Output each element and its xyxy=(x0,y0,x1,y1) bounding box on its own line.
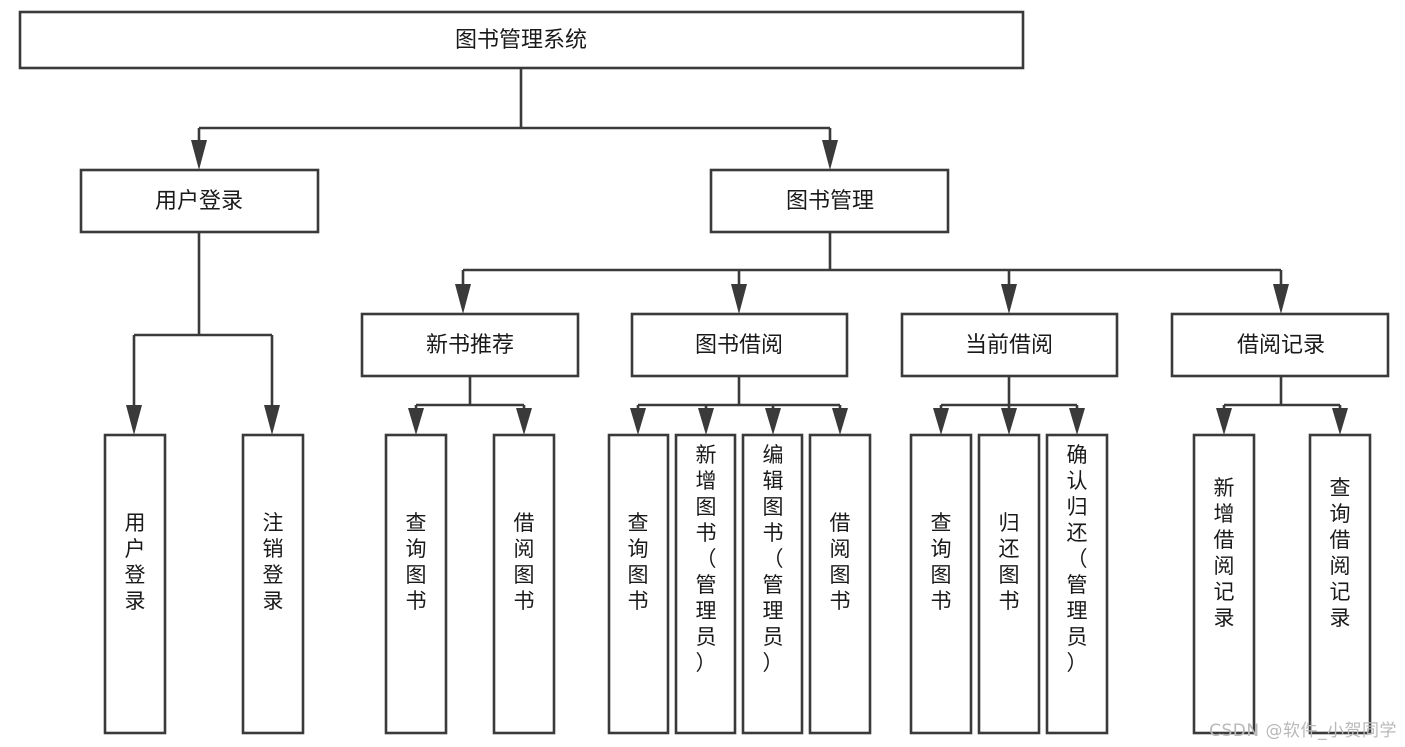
leaf-add-book-label: 新增图书（管理员） xyxy=(696,443,717,675)
arrow-cb-leaf-1-icon xyxy=(1001,408,1017,435)
leaf-confirm-return-box[interactable] xyxy=(1045,433,1109,735)
node-current-borrow[interactable]: 当前借阅 xyxy=(900,312,1119,378)
arrow-br-leaf-1-icon xyxy=(1332,408,1348,435)
leaf-query-book-1-label: 查询图书 xyxy=(406,511,427,613)
arrow-bm-to-book-borrow-icon xyxy=(731,284,747,314)
connector-group-root xyxy=(191,68,838,170)
leaf-query-book-2[interactable]: 查询图书 xyxy=(607,433,670,735)
node-new-book-recommend[interactable]: 新书推荐 xyxy=(360,312,580,378)
node-current-borrow-box[interactable] xyxy=(900,312,1119,378)
leaf-confirm-return[interactable]: 确认归还（管理员） xyxy=(1045,433,1109,735)
leaf-query-book-1-box[interactable] xyxy=(384,433,448,735)
node-book-manage-label: 图书管理 xyxy=(786,189,874,214)
leaf-query-record[interactable]: 查询借阅记录 xyxy=(1308,433,1372,735)
leaf-query-book-2-box[interactable] xyxy=(607,433,670,735)
leaf-add-book-box[interactable] xyxy=(674,433,737,735)
node-user-login[interactable]: 用户登录 xyxy=(79,168,320,234)
connector-group-current-borrow xyxy=(933,376,1085,435)
connector-group-book-manage xyxy=(455,232,1289,314)
node-book-borrow-label: 图书借阅 xyxy=(695,333,783,358)
leaf-query-book-1[interactable]: 查询图书 xyxy=(384,433,448,735)
arrow-bm-to-new-book-icon xyxy=(455,284,471,314)
arrow-cb-leaf-2-icon xyxy=(1069,408,1085,435)
arrow-bb-leaf-3-icon xyxy=(832,408,848,435)
node-book-manage[interactable]: 图书管理 xyxy=(709,168,950,234)
leaf-add-record-label: 新增借阅记录 xyxy=(1214,476,1235,630)
node-new-book-recommend-box[interactable] xyxy=(360,312,580,378)
leaf-add-book[interactable]: 新增图书（管理员） xyxy=(674,433,737,735)
arrow-bm-to-borrow-record-icon xyxy=(1273,284,1289,314)
leaf-borrow-book-1[interactable]: 借阅图书 xyxy=(492,433,556,735)
node-book-manage-box[interactable] xyxy=(709,168,950,234)
leaf-query-record-label: 查询借阅记录 xyxy=(1330,476,1351,630)
leaf-return-book-box[interactable] xyxy=(977,433,1041,735)
leaf-query-record-box[interactable] xyxy=(1308,433,1372,735)
arrow-bb-leaf-2-icon xyxy=(765,408,781,435)
arrow-br-leaf-0-icon xyxy=(1216,408,1232,435)
leaf-add-record[interactable]: 新增借阅记录 xyxy=(1192,433,1256,735)
leaf-user-logout-box[interactable] xyxy=(241,433,305,735)
arrow-root-to-user-login-icon xyxy=(191,140,207,170)
leaf-query-book-3-label: 查询图书 xyxy=(931,511,952,613)
node-current-borrow-label: 当前借阅 xyxy=(965,333,1053,358)
arrow-cb-leaf-0-icon xyxy=(933,408,949,435)
connector-group-user-login xyxy=(126,232,280,435)
connector-group-book-borrow xyxy=(630,376,848,435)
leaf-confirm-return-label: 确认归还（管理员） xyxy=(1067,443,1088,675)
arrow-nbr-leaf-0-icon xyxy=(408,408,424,435)
leaf-user-login-label: 用户登录 xyxy=(125,511,146,613)
node-new-book-recommend-label: 新书推荐 xyxy=(426,333,514,358)
leaf-borrow-book-2-box[interactable] xyxy=(808,433,872,735)
arrow-nbr-leaf-1-icon xyxy=(516,408,532,435)
leaf-return-book[interactable]: 归还图书 xyxy=(977,433,1041,735)
leaf-edit-book[interactable]: 编辑图书（管理员） xyxy=(741,433,804,735)
leaf-edit-book-box[interactable] xyxy=(741,433,804,735)
node-book-borrow[interactable]: 图书借阅 xyxy=(630,312,849,378)
leaf-add-record-box[interactable] xyxy=(1192,433,1256,735)
arrow-ul-leaf-0-icon xyxy=(126,405,142,435)
arrow-bb-leaf-1-icon xyxy=(698,408,714,435)
arrow-bm-to-current-borrow-icon xyxy=(1001,284,1017,314)
leaf-query-book-3-box[interactable] xyxy=(909,433,973,735)
arrow-ul-leaf-1-icon xyxy=(264,405,280,435)
leaf-borrow-book-2-label: 借阅图书 xyxy=(830,511,851,613)
node-book-borrow-box[interactable] xyxy=(630,312,849,378)
node-root-label: 图书管理系统 xyxy=(455,28,587,53)
node-borrow-record-box[interactable] xyxy=(1170,312,1390,378)
node-borrow-record-label: 借阅记录 xyxy=(1237,333,1325,358)
leaf-borrow-book-1-box[interactable] xyxy=(492,433,556,735)
leaf-user-logout-label: 注销登录 xyxy=(263,511,284,613)
arrow-root-to-book-manage-icon xyxy=(822,140,838,170)
leaf-edit-book-label: 编辑图书（管理员） xyxy=(763,443,784,675)
node-borrow-record[interactable]: 借阅记录 xyxy=(1170,312,1390,378)
leaf-query-book-2-label: 查询图书 xyxy=(628,511,649,613)
connector-group-new-book-recommend xyxy=(408,376,532,435)
leaf-borrow-book-1-label: 借阅图书 xyxy=(514,511,535,613)
leaf-user-login[interactable]: 用户登录 xyxy=(103,433,167,735)
arrow-bb-leaf-0-icon xyxy=(630,408,646,435)
node-user-login-label: 用户登录 xyxy=(155,189,243,214)
leaf-user-login-box[interactable] xyxy=(103,433,167,735)
leaf-return-book-label: 归还图书 xyxy=(999,511,1020,613)
leaf-borrow-book-2[interactable]: 借阅图书 xyxy=(808,433,872,735)
node-root-box[interactable] xyxy=(18,10,1025,70)
node-root[interactable]: 图书管理系统 xyxy=(18,10,1025,70)
leaf-user-logout[interactable]: 注销登录 xyxy=(241,433,305,735)
node-user-login-box[interactable] xyxy=(79,168,320,234)
leaf-query-book-3[interactable]: 查询图书 xyxy=(909,433,973,735)
connector-group-borrow-record xyxy=(1216,376,1348,435)
